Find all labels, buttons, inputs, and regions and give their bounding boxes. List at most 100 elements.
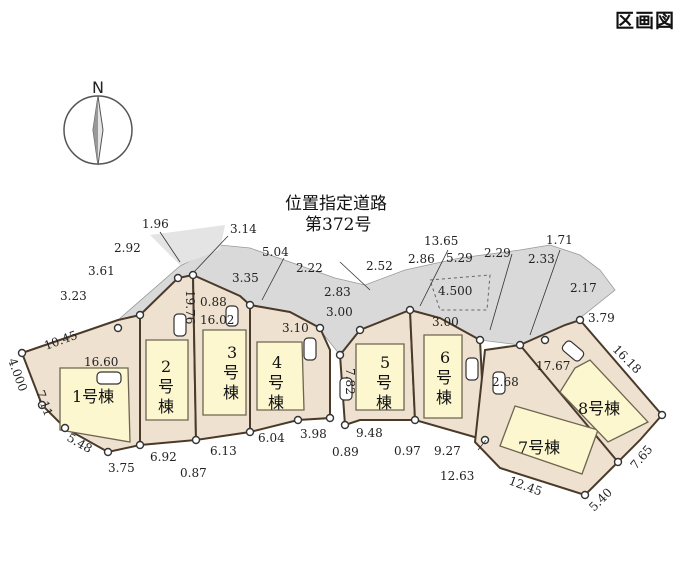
dim-label: 2.92 — [114, 241, 141, 255]
dim-label: 12.63 — [440, 469, 474, 483]
dim-label: 3.14 — [230, 222, 257, 236]
boundary-marker — [355, 325, 365, 335]
boundary-marker — [515, 340, 525, 350]
boundary-marker — [315, 323, 325, 333]
dim-label: 2.52 — [366, 259, 393, 273]
boundary-posts — [17, 270, 667, 500]
boundary-marker — [173, 273, 183, 283]
dim-label: 16.02 — [200, 313, 234, 327]
boundary-marker — [191, 435, 201, 445]
house-label-3-go: 号 — [223, 363, 239, 382]
buildings — [59, 329, 650, 475]
car-icon — [492, 371, 506, 395]
boundary-marker — [135, 440, 145, 450]
house-label-5-num: 5 — [380, 353, 390, 372]
dim-label: 2.68 — [492, 375, 519, 389]
dim-label: 3.23 — [60, 289, 87, 303]
car-icon — [96, 371, 122, 385]
dim-label: 2.83 — [324, 285, 351, 299]
house-label-2-num: 2 — [161, 357, 171, 376]
boundary-marker — [113, 323, 123, 333]
building-5 — [355, 343, 405, 411]
house-label-2-go: 号 — [158, 377, 174, 396]
road-label-line1: 位置指定道路 — [285, 194, 387, 214]
dim-label: 6.13 — [210, 444, 237, 458]
boundary-marker — [540, 335, 550, 345]
car-icon — [561, 340, 585, 362]
road-dashed-zone — [429, 274, 491, 311]
building-1 — [59, 367, 131, 443]
dim-label: 7.82 — [343, 368, 357, 395]
dim-label: 2.33 — [528, 252, 555, 266]
car-icon — [465, 357, 479, 381]
boundary-marker — [17, 348, 27, 358]
boundary-marker — [475, 335, 485, 345]
dim-label: 1.71 — [546, 233, 573, 247]
dim-label: 6.92 — [150, 450, 177, 464]
house-label-7: 7号棟 — [518, 438, 560, 457]
dim-label: 3.10 — [282, 321, 309, 335]
dim-label: 13.65 — [424, 234, 458, 248]
car-icon — [225, 305, 239, 327]
dim-label: 9.27 — [434, 444, 461, 458]
house-label-6-go: 号 — [436, 368, 452, 387]
house-label-4-go: 号 — [268, 373, 284, 392]
building-7 — [499, 405, 599, 475]
dim-label: 9.48 — [356, 426, 383, 440]
house-label-4-num: 4 — [272, 353, 282, 372]
house-label-1: 1号棟 — [72, 387, 114, 406]
north-label: N — [92, 78, 104, 97]
dim-label: 1.96 — [142, 217, 169, 231]
boundary-marker — [245, 427, 255, 437]
house-label-6-num: 6 — [440, 348, 450, 367]
boundary-marker — [335, 350, 345, 360]
car-icon — [303, 337, 317, 361]
dim-label: 3.61 — [88, 264, 115, 278]
dim-label: 19.76 — [183, 290, 197, 324]
dim-label: 6.04 — [258, 431, 285, 445]
dim-label: 3.75 — [108, 461, 135, 475]
dim-label: 2.17 — [570, 281, 597, 295]
compass: N — [63, 78, 133, 166]
dim-label: 0.89 — [332, 445, 359, 459]
boundary-marker — [613, 457, 623, 467]
dim-label: 3.98 — [300, 427, 327, 441]
boundary-marker — [293, 415, 303, 425]
dim-label: 3.00 — [432, 315, 459, 329]
boundary-marker — [135, 310, 145, 320]
dim-label: 16.60 — [84, 355, 118, 369]
car-icon — [339, 377, 353, 401]
dim-label: 0.88 — [200, 295, 227, 309]
dim-label: 2.29 — [484, 246, 511, 260]
car-icon — [173, 313, 187, 337]
dim-label: 17.67 — [536, 359, 570, 373]
building-2 — [145, 339, 189, 421]
boundary-marker — [103, 447, 113, 457]
boundary-marker — [37, 400, 47, 410]
house-label-2-to: 棟 — [158, 397, 174, 416]
building-3 — [202, 329, 247, 416]
boundary-marker — [480, 435, 490, 445]
boundary-marker — [657, 410, 667, 420]
boundary-marker — [405, 305, 415, 315]
leader-lines — [159, 231, 561, 451]
boundary-marker — [575, 315, 585, 325]
dim-label: 0.97 — [394, 444, 421, 458]
boundary-marker — [60, 423, 70, 433]
dim-label: 5.29 — [446, 251, 473, 265]
boundary-marker — [188, 270, 198, 280]
north-arrow-shade — [93, 96, 98, 165]
house-label-4-to: 棟 — [268, 393, 284, 412]
house-label-6-to: 棟 — [436, 388, 452, 407]
road-label-line2: 第372号 — [305, 215, 371, 235]
building-8 — [559, 359, 650, 443]
parking-cars — [96, 305, 585, 401]
dim-label: 2.86 — [408, 252, 435, 266]
boundary-marker — [245, 300, 255, 310]
dim-label: 2.22 — [296, 261, 323, 275]
boundary-marker — [340, 420, 350, 430]
building-4 — [256, 341, 305, 411]
house-label-3-num: 3 — [227, 343, 237, 362]
boundary-marker — [410, 415, 420, 425]
